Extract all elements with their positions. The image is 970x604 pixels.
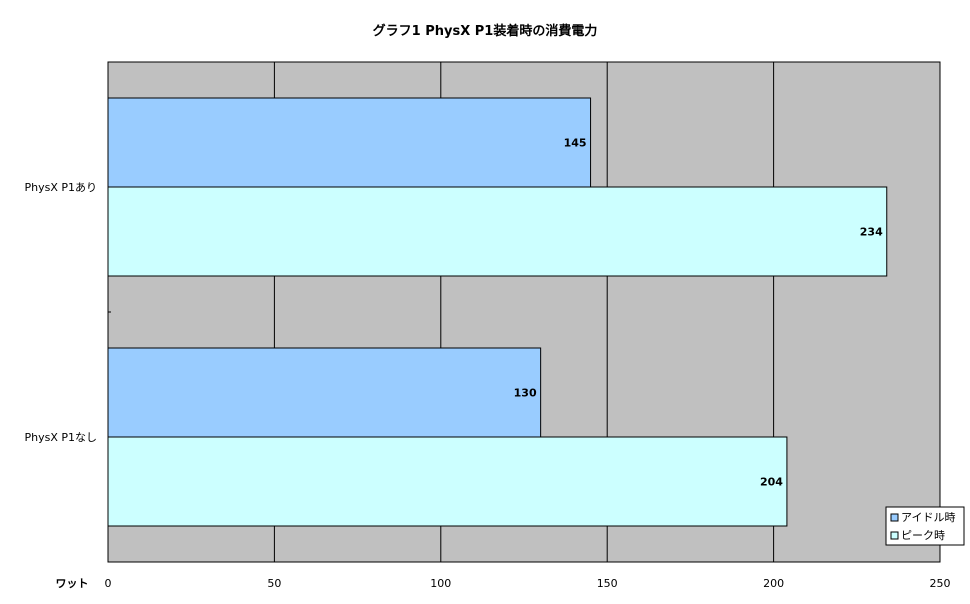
x-axis-label: ワット — [56, 577, 89, 590]
tick-labels: 0 50 100 150 200 250 — [105, 577, 951, 590]
data-label: 130 — [514, 387, 537, 400]
x-tick-label: 0 — [105, 577, 112, 590]
bar-idle — [107, 347, 542, 438]
chart-title: グラフ1 PhysX P1装着時の消費電力 — [373, 23, 598, 39]
data-label: 145 — [564, 137, 587, 150]
legend: アイドル時 ピーク時 — [885, 506, 965, 546]
legend-swatch-idle — [890, 513, 899, 522]
x-tick-label: 200 — [763, 577, 784, 590]
bars — [107, 97, 888, 527]
x-tick-label: 250 — [930, 577, 951, 590]
legend-label-idle: アイドル時 — [901, 511, 955, 524]
x-tick-label: 100 — [430, 577, 451, 590]
category-label: PhysX P1あり — [24, 181, 97, 194]
legend-swatch-peak — [890, 531, 899, 540]
data-label: 234 — [860, 226, 883, 239]
category-labels: PhysX P1あり PhysX P1なし — [24, 181, 97, 444]
data-labels: 145 234 130 204 — [514, 137, 883, 489]
legend-box — [885, 506, 965, 546]
bar-idle — [107, 97, 592, 188]
bar-peak — [107, 436, 788, 527]
bar-peak — [107, 186, 888, 277]
x-tick-label: 150 — [597, 577, 618, 590]
category-label: PhysX P1なし — [24, 431, 97, 444]
x-tick-label: 50 — [267, 577, 281, 590]
legend-label-peak: ピーク時 — [901, 529, 945, 542]
data-label: 204 — [760, 476, 783, 489]
